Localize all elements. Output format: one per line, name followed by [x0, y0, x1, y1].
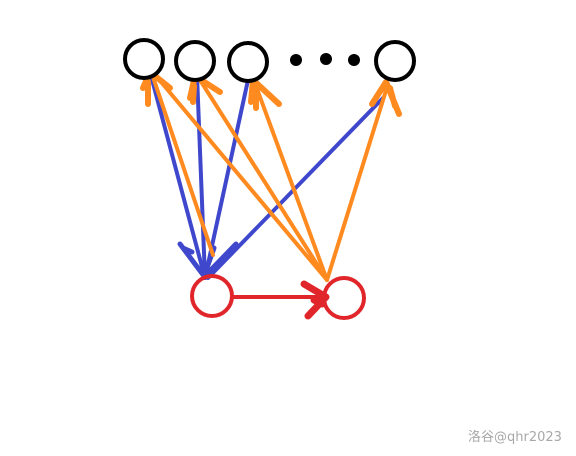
blue-arrow-n1-to-a [148, 70, 207, 280]
orange-arrow-b-to-n4 [325, 82, 390, 282]
top-node-2 [174, 40, 216, 82]
orange-arrowhead-n3 [248, 77, 282, 111]
blue-arrow-group [148, 70, 385, 280]
blue-arrow-n4-to-a [206, 96, 385, 280]
ellipsis-dots [290, 53, 360, 66]
ellipsis-dot-1 [290, 54, 302, 66]
top-node-4 [374, 40, 416, 82]
orange-arrow-b-to-n3 [254, 84, 329, 282]
ellipsis-dot-3 [348, 54, 360, 66]
top-node-1 [123, 38, 165, 80]
orange-arrow-b-to-n2 [198, 78, 329, 282]
blue-arrow-n3-to-a [203, 78, 250, 280]
bottom-node-a [190, 274, 234, 318]
orange-arrow-b-to-n1 [154, 74, 329, 282]
bottom-node-b [322, 276, 366, 320]
watermark-text: 洛谷@qhr2023 [468, 430, 562, 445]
ellipsis-dot-2 [320, 53, 332, 65]
top-node-group [123, 38, 416, 83]
orange-arrow-a-to-n1 [150, 72, 215, 257]
red-arrow-group [231, 280, 330, 320]
top-node-3 [227, 41, 269, 83]
bottom-node-group [190, 274, 366, 320]
blue-arrow-n2-to-a [195, 73, 207, 280]
orange-arrowhead-n4 [369, 79, 402, 117]
